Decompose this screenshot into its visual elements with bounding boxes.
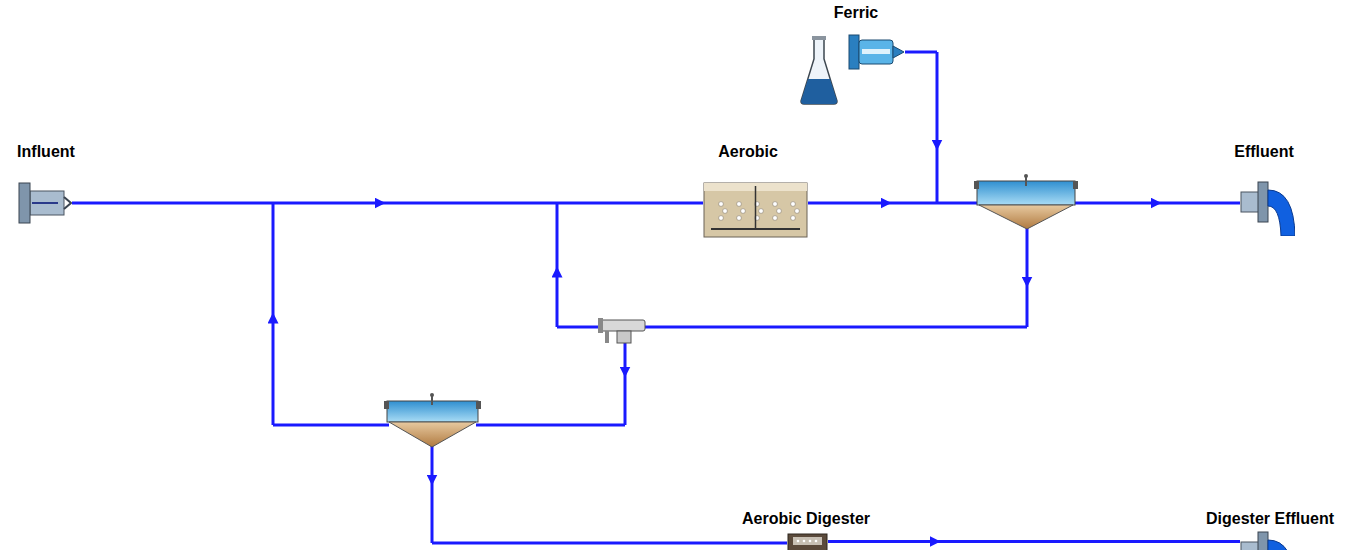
pump-outlet (893, 46, 904, 58)
pipe-lines (273, 52, 1240, 543)
pump-body (859, 40, 893, 64)
mixed-liquor-pipe (808, 202, 979, 205)
unit-label: Effluent (1234, 143, 1294, 161)
tank-icon (703, 182, 808, 238)
effluent-pipe (1075, 202, 1240, 205)
waste-pipe (624, 335, 627, 425)
pipe-flange (19, 183, 30, 223)
pipe-flange (1258, 182, 1268, 222)
dosing-pipe (936, 52, 939, 203)
unit-node: Influent (6, 140, 86, 226)
unit-label: Aerobic Digester (742, 510, 870, 528)
sink-icon (1240, 180, 1295, 236)
pump-icon (848, 32, 905, 72)
air-bubbles (719, 202, 800, 221)
process-stream (828, 540, 1240, 543)
underflow-pipe (1026, 226, 1029, 327)
pump-highlight (862, 49, 890, 54)
unit-label: Ferric (834, 4, 878, 22)
process-stream (72, 202, 703, 205)
sludge-pipe (431, 445, 434, 543)
sludge-pipe (432, 542, 787, 545)
pipe-body (1241, 192, 1259, 212)
pipe-flange (1258, 532, 1268, 550)
unit-label: Digester Effluent (1206, 510, 1334, 528)
bypass-pipe (273, 424, 389, 427)
air-bubbles (797, 540, 818, 543)
pipe-mark (32, 202, 58, 204)
flask-glass (801, 38, 837, 104)
unit-node: Digester Effluent (1185, 506, 1357, 550)
digester-icon (787, 533, 828, 550)
primary-thickener (384, 393, 481, 447)
bypass-pipe (272, 203, 275, 425)
source-icon (18, 182, 72, 224)
unit-label: Aerobic (718, 143, 778, 161)
flow-chevron (64, 197, 71, 209)
pipe-body (30, 191, 64, 215)
sink-icon (1240, 530, 1295, 550)
unit-node: Aerobic Digester (720, 506, 890, 550)
digester-body (788, 534, 827, 550)
digester-window (793, 537, 822, 545)
dosing-pipe (905, 51, 937, 54)
flask-icon (800, 35, 838, 105)
waste-pipe (476, 424, 625, 427)
outfall-spout (1268, 190, 1295, 236)
flask-liquid (801, 79, 837, 104)
unit-node: Ferric (795, 2, 911, 108)
tank-body (704, 183, 807, 237)
pump-flange (849, 35, 859, 69)
outfall-spout (1268, 540, 1295, 550)
air-header (755, 186, 757, 229)
flask-lip (812, 36, 826, 40)
recycle-pipe (556, 203, 559, 327)
pipe-body (1241, 542, 1259, 550)
splitter-tee (598, 318, 645, 343)
unit-node: Aerobic (700, 140, 812, 240)
secondary-clarifier (974, 174, 1078, 229)
unit-node: Effluent (1222, 140, 1306, 240)
unit-label: Influent (17, 143, 75, 161)
